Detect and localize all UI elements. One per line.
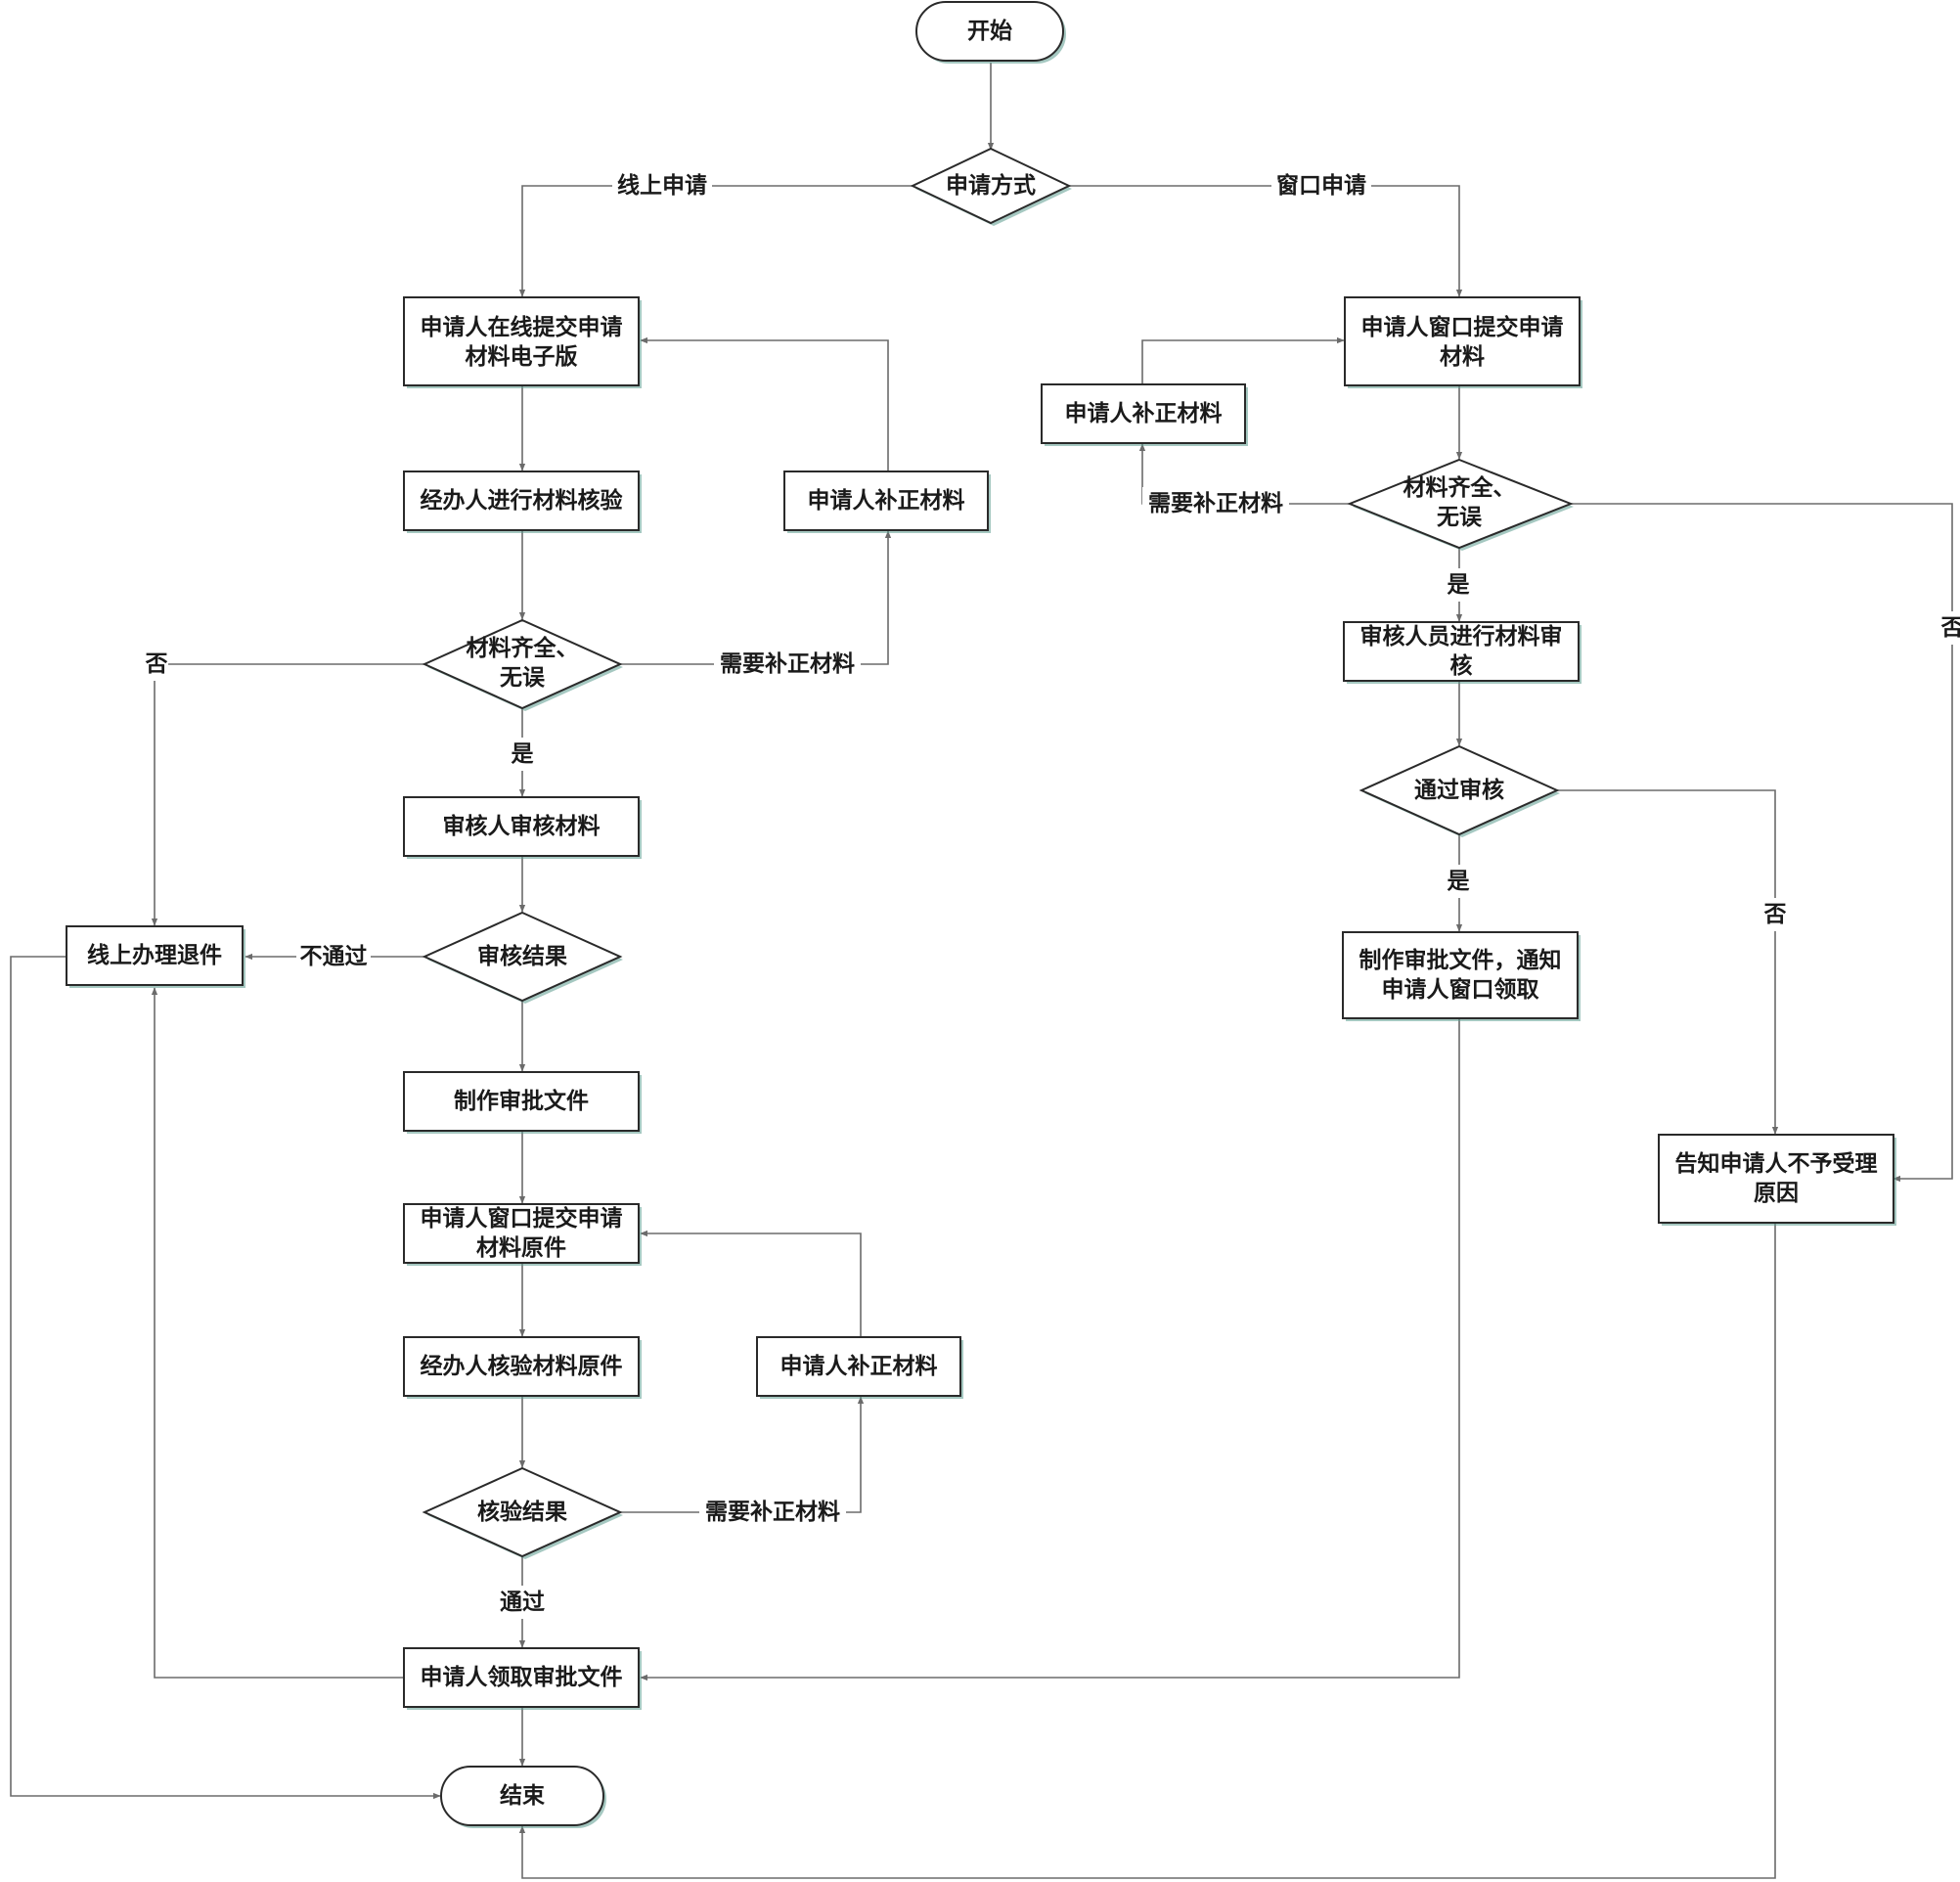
edge-label-window-need-fix: 需要补正材料 [1142, 487, 1289, 520]
end-terminal: 结束 [440, 1766, 606, 1828]
online-submit-box: 申请人在线提交申请 材料电子版 [403, 296, 642, 388]
svg-text:申请人补正材料: 申请人补正材料 [780, 1353, 938, 1379]
edge-window-complete-reject [1571, 503, 1953, 1183]
svg-text:线上申请: 线上申请 [617, 172, 707, 199]
svg-text:材料原件: 材料原件 [476, 1235, 566, 1261]
svg-text:审核结果: 审核结果 [477, 943, 567, 969]
svg-text:通过审核: 通过审核 [1414, 777, 1504, 803]
nodes: 开始 申请方式 申请人在线提交申请 材料电子版 经办人进行材料核验 申请人补正材… [66, 1, 1896, 1828]
edge-label-window-yes: 是 [1444, 568, 1473, 602]
window-reject-box: 告知申请人不予受理 原因 [1658, 1134, 1896, 1226]
svg-text:材料电子版: 材料电子版 [466, 343, 578, 370]
svg-text:经办人进行材料核验: 经办人进行材料核验 [421, 487, 623, 514]
window-make-doc-box: 制作审批文件，通知 申请人窗口领取 [1342, 931, 1581, 1021]
online-result-decision: 审核结果 [422, 911, 623, 1004]
edge-online-complete-reject [151, 663, 424, 926]
edge-online-fix-submit [640, 336, 889, 470]
edge-method-online [518, 185, 913, 297]
edge-window-pass-reject [1557, 789, 1779, 1135]
svg-text:制作审批文件: 制作审批文件 [454, 1088, 589, 1114]
online-original-submit-box: 申请人窗口提交申请 材料原件 [403, 1203, 642, 1266]
edge-label-verify-pass: 通过 [496, 1586, 549, 1619]
svg-text:需要补正材料: 需要补正材料 [1148, 491, 1283, 516]
window-complete-decision: 材料齐全、 无误 [1347, 458, 1574, 551]
svg-text:否: 否 [1940, 615, 1960, 641]
svg-text:告知申请人不予受理: 告知申请人不予受理 [1675, 1150, 1878, 1177]
edge-verify-fix [620, 1396, 865, 1513]
edge-label-verify-need-fix: 需要补正材料 [699, 1496, 846, 1529]
edge-window-reject-end [518, 1224, 1776, 1879]
svg-text:原因: 原因 [1754, 1181, 1799, 1206]
svg-text:无误: 无误 [1437, 505, 1483, 530]
svg-text:申请方式: 申请方式 [946, 172, 1036, 199]
svg-text:申请人在线提交申请: 申请人在线提交申请 [421, 314, 623, 340]
svg-text:无误: 无误 [500, 665, 546, 691]
online-fix-box: 申请人补正材料 [783, 470, 991, 533]
svg-text:线上办理退件: 线上办理退件 [87, 942, 222, 968]
svg-text:不通过: 不通过 [300, 944, 368, 969]
svg-text:核验结果: 核验结果 [477, 1499, 567, 1525]
svg-text:开始: 开始 [967, 18, 1012, 44]
svg-text:申请人领取审批文件: 申请人领取审批文件 [421, 1664, 623, 1690]
edge-online-complete-fix [620, 530, 892, 665]
method-decision: 申请方式 [910, 147, 1072, 226]
edge-label-window-pass-no: 否 [1761, 898, 1789, 931]
edge-label-online-need-fix: 需要补正材料 [714, 648, 861, 681]
svg-text:申请人窗口提交申请: 申请人窗口提交申请 [421, 1205, 623, 1232]
svg-text:审核人审核材料: 审核人审核材料 [443, 813, 601, 839]
svg-text:申请人补正材料: 申请人补正材料 [1065, 400, 1223, 426]
svg-text:是: 是 [1448, 869, 1470, 894]
edge-label-online-yes: 是 [509, 738, 536, 771]
online-make-doc-box: 制作审批文件 [403, 1071, 642, 1134]
edges [10, 63, 1953, 1879]
edge-window-fix-submit [1141, 336, 1345, 383]
online-complete-decision: 材料齐全、 无误 [422, 618, 623, 711]
svg-text:制作审批文件，通知: 制作审批文件，通知 [1359, 947, 1562, 973]
svg-text:申请人窗口领取: 申请人窗口领取 [1382, 976, 1539, 1003]
svg-text:需要补正材料: 需要补正材料 [720, 651, 855, 677]
edge-collect-reject [151, 987, 404, 1679]
online-original-fix-box: 申请人补正材料 [756, 1336, 963, 1399]
edge-reject-end [10, 956, 441, 1800]
online-original-check-box: 经办人核验材料原件 [403, 1336, 642, 1399]
edge-label-window-no: 否 [1939, 611, 1960, 645]
window-fix-box: 申请人补正材料 [1041, 383, 1248, 446]
online-reject-box: 线上办理退件 [66, 925, 245, 988]
collect-doc-box: 申请人领取审批文件 [403, 1647, 642, 1710]
svg-text:窗口申请: 窗口申请 [1276, 172, 1366, 199]
edge-labels: 线上申请 窗口申请 需要补正材料 否 是 不通过 需要补正材料 通过 [143, 169, 1960, 1619]
window-review-box: 审核人员进行材料审 核 [1343, 621, 1581, 684]
edge-method-window [1069, 185, 1463, 297]
svg-text:结束: 结束 [500, 1783, 546, 1809]
svg-text:是: 是 [512, 741, 534, 767]
edge-label-online-no: 否 [143, 648, 168, 681]
online-check-box: 经办人进行材料核验 [403, 470, 642, 533]
svg-text:需要补正材料: 需要补正材料 [705, 1500, 840, 1525]
edge-label-window-pass-yes: 是 [1444, 865, 1473, 898]
svg-text:审核人员进行材料审: 审核人员进行材料审 [1360, 623, 1563, 650]
svg-text:经办人核验材料原件: 经办人核验材料原件 [421, 1353, 623, 1379]
svg-text:否: 否 [145, 651, 168, 677]
svg-text:是: 是 [1448, 572, 1470, 598]
window-submit-box: 申请人窗口提交申请 材料 [1344, 296, 1582, 388]
verify-result-decision: 核验结果 [422, 1466, 623, 1559]
edge-label-online: 线上申请 [612, 169, 712, 202]
svg-text:材料: 材料 [1440, 344, 1485, 370]
edge-label-online-fail: 不通过 [296, 940, 371, 973]
edge-original-fix-submit [640, 1230, 862, 1336]
svg-text:申请人窗口提交申请: 申请人窗口提交申请 [1361, 314, 1564, 340]
svg-text:材料齐全、: 材料齐全、 [1403, 474, 1516, 501]
svg-text:核: 核 [1450, 652, 1473, 679]
svg-text:通过: 通过 [500, 1590, 545, 1615]
svg-text:否: 否 [1763, 902, 1787, 927]
svg-text:申请人补正材料: 申请人补正材料 [808, 487, 965, 514]
edge-label-window: 窗口申请 [1271, 169, 1371, 202]
start-terminal: 开始 [915, 1, 1066, 64]
edge-window-makedoc-collect [640, 1019, 1460, 1681]
svg-text:材料齐全、: 材料齐全、 [467, 635, 579, 661]
online-reviewer-box: 审核人审核材料 [403, 796, 642, 859]
window-pass-decision: 通过审核 [1359, 744, 1560, 837]
